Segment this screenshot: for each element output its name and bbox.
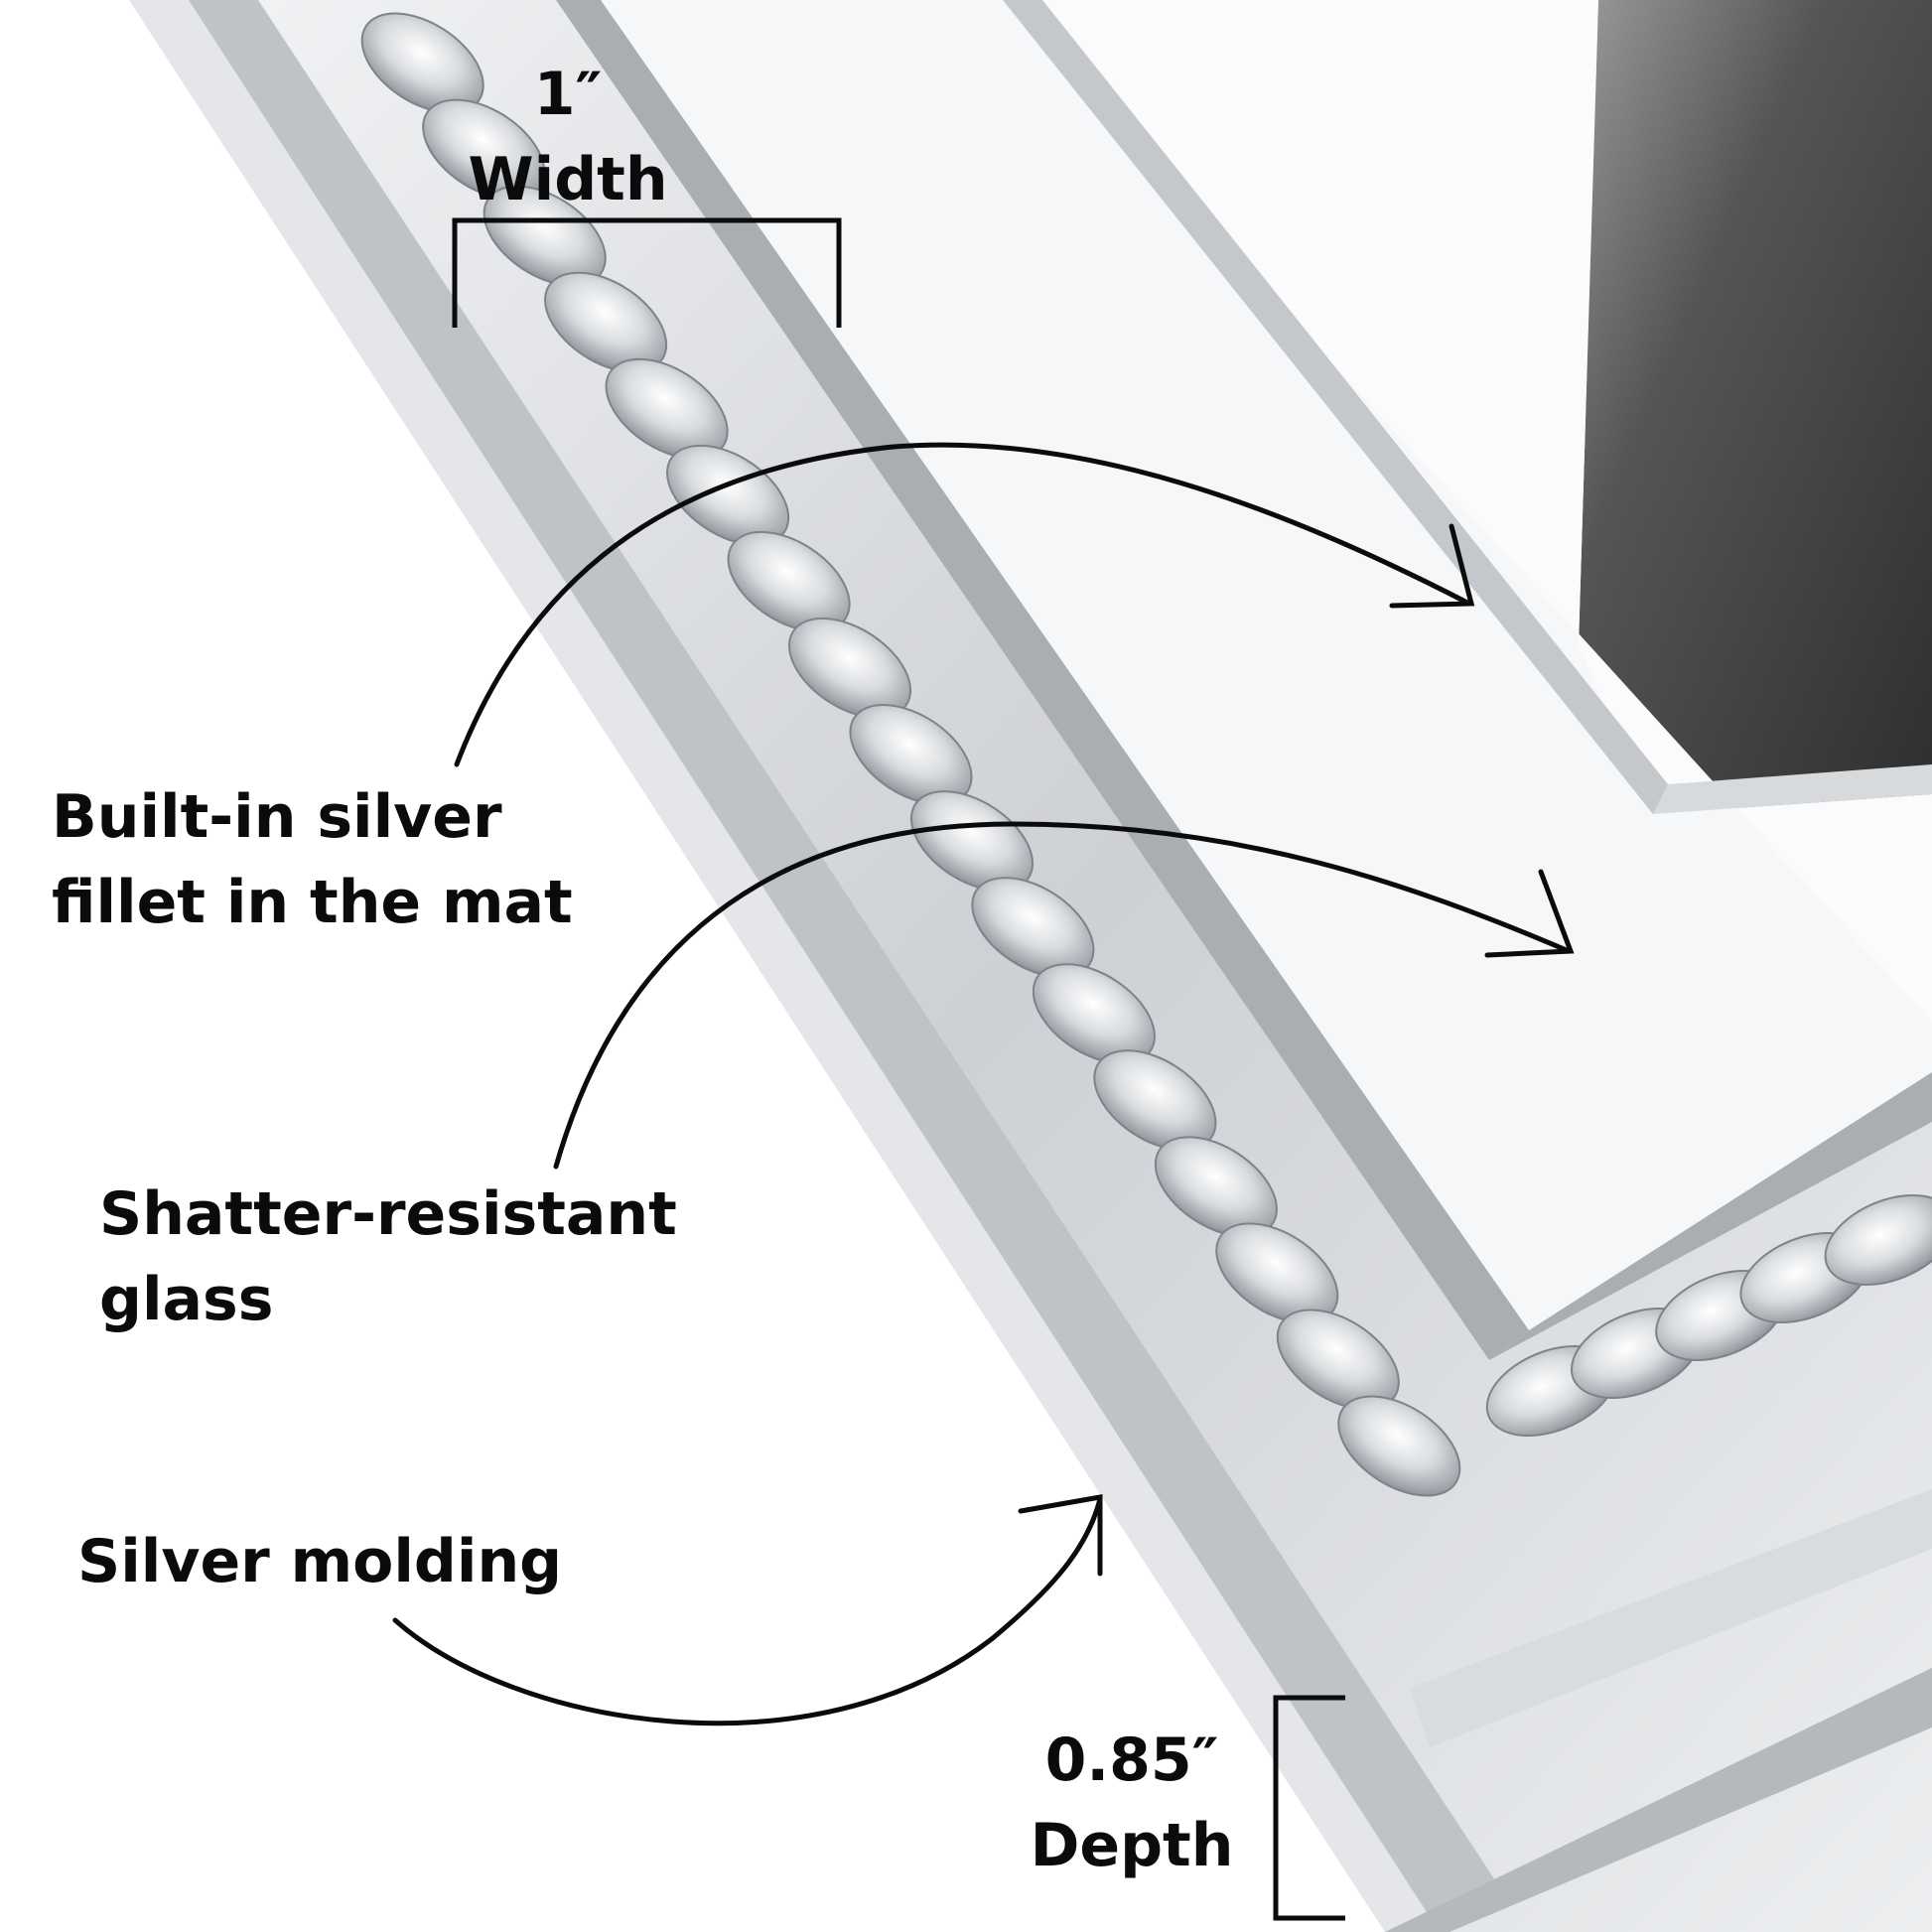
depth-label: Depth: [1030, 1811, 1234, 1880]
molding-line1: Silver molding: [77, 1527, 563, 1596]
molding-bead: [1032, 963, 1156, 1065]
molding-bead: [605, 357, 729, 460]
fillet-arrow-head: [1389, 523, 1475, 609]
fillet-callout: Built-in silver fillet in the mat: [52, 774, 573, 945]
molding-bead: [422, 98, 546, 201]
width-label: Width: [468, 145, 668, 214]
silver-fillet: [1003, 0, 1932, 814]
depth-bracket: [1273, 1695, 1345, 1921]
glass-arrow: [553, 821, 1572, 1170]
molding-bead: [1337, 1395, 1461, 1497]
glass-callout: Shatter-resistant glass: [99, 1172, 677, 1342]
molding-bead: [909, 790, 1035, 893]
molding-bead: [971, 877, 1095, 979]
molding-bead: [483, 185, 607, 287]
molding-bead: [666, 444, 790, 546]
molding-bead: [544, 271, 668, 373]
depth-callout: 0.85″ Depth: [1013, 1718, 1251, 1888]
bead-pattern-bottom: [1485, 1194, 1932, 1437]
molding-bead: [1093, 1049, 1217, 1152]
molding-bead: [787, 617, 912, 719]
molding-bead: [1215, 1222, 1339, 1324]
depth-value: 0.85″: [1044, 1725, 1219, 1795]
molding-bead: [1276, 1309, 1400, 1411]
molding-bead: [360, 12, 484, 114]
fillet-line2: fillet in the mat: [52, 868, 573, 937]
fillet-line1: Built-in silver: [52, 782, 502, 852]
molding-bead: [727, 530, 851, 632]
molding-arrow: [392, 1496, 1103, 1726]
glass-line2: glass: [99, 1265, 274, 1334]
molding-arrow-head: [1018, 1494, 1103, 1577]
width-callout: 1″ Width: [449, 52, 687, 222]
fillet-arrow: [454, 442, 1472, 767]
width-bracket: [452, 217, 842, 328]
width-value: 1″: [533, 60, 603, 129]
molding-bead: [1154, 1136, 1278, 1238]
molding-bead: [849, 704, 973, 805]
silver-molding: [129, 0, 1932, 1932]
molding-callout: Silver molding: [77, 1519, 562, 1604]
molding-bead: [1824, 1194, 1932, 1286]
glass-arrow-head: [1484, 869, 1575, 958]
bead-pattern-left: [360, 12, 1461, 1497]
glass-line1: Shatter-resistant: [99, 1179, 677, 1249]
